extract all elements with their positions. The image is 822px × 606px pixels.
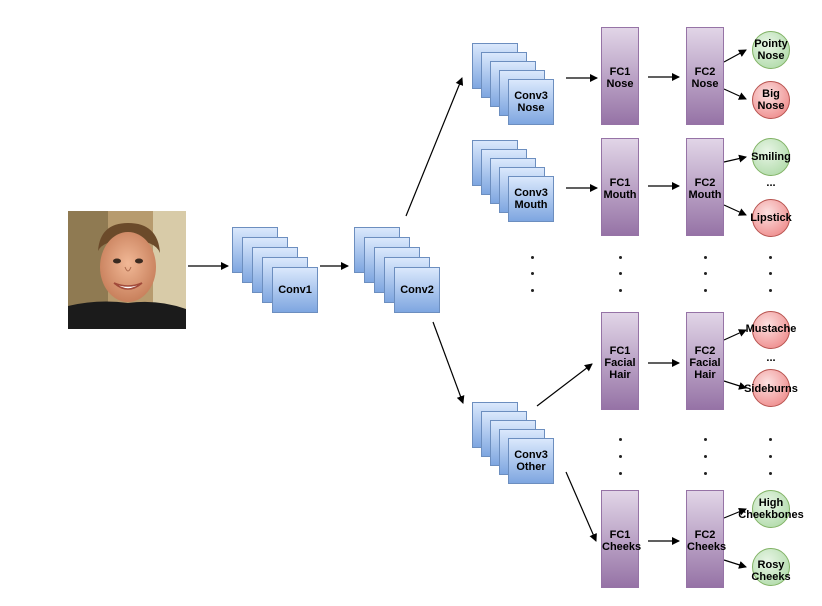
fc1-nose-label: FC1 Nose — [606, 66, 634, 90]
fc2-cheeks-label: FC2 Cheeks — [687, 529, 727, 553]
fc1-mouth-block: FC1 Mouth — [601, 138, 639, 236]
fc1-cheeks-label: FC1 Cheeks — [602, 529, 642, 553]
arrow-fc2-smiling — [723, 154, 747, 163]
attr-sideburns-node — [752, 369, 790, 407]
conv1-stack: Conv1 — [232, 227, 320, 313]
face-photo — [68, 211, 186, 329]
attr-rosy-cheeks-node — [752, 548, 790, 586]
attr-lipstick-label: Lipstick — [750, 212, 792, 224]
fc2-facialhair-label: FC2 Facial Hair — [689, 345, 721, 381]
arrow-fc2-pointy — [723, 49, 747, 63]
fc2-nose-label: FC2 Nose — [691, 66, 719, 90]
arrow-other-facialhair — [536, 363, 593, 407]
arrow-conv2-nose — [405, 77, 464, 217]
attr-high-cheekbones-label: High Cheekbones — [738, 497, 804, 521]
conv3-mouth-stack: Conv3 Mouth — [472, 140, 560, 226]
attr-rosy-cheeks-label: Rosy Cheeks — [751, 559, 791, 583]
conv3-nose-label: Conv3 Nose — [514, 90, 548, 114]
fc2-mouth-label: FC2 Mouth — [688, 177, 722, 201]
conv2-stack: Conv2 — [354, 227, 442, 313]
arrow-other-cheeks — [565, 471, 597, 542]
fc2-cheeks-block: FC2 Cheeks — [686, 490, 727, 588]
fc1-facialhair-block: FC1 Facial Hair — [601, 312, 639, 410]
arrow-fc2-rosy — [723, 559, 747, 569]
attr-lipstick-node — [752, 199, 790, 237]
attr-sideburns-label: Sideburns — [744, 383, 798, 395]
fc2-facialhair-block: FC2 Facial Hair — [686, 312, 724, 410]
fc1-nose-block: FC1 Nose — [601, 27, 639, 125]
conv2-label: Conv2 — [400, 284, 434, 296]
fc1-facialhair-label: FC1 Facial Hair — [604, 345, 636, 381]
fc2-nose-block: FC2 Nose — [686, 27, 724, 125]
conv3-mouth-label: Conv3 Mouth — [514, 187, 548, 211]
attr-pointy-nose-node — [752, 31, 790, 69]
attr-mustache-node — [752, 311, 790, 349]
arrow-fc2-mustache — [723, 329, 747, 341]
fc1-mouth-label: FC1 Mouth — [603, 177, 637, 201]
attr-big-nose-label: Big Nose — [757, 88, 785, 112]
arrow-fc2-lipstick — [723, 204, 747, 216]
attr-smiling-node — [752, 138, 790, 176]
conv1-label: Conv1 — [278, 284, 312, 296]
attr-mustache-label: Mustache — [745, 323, 797, 335]
attr-pointy-nose-label: Pointy Nose — [754, 38, 788, 62]
arrow-conv2-other — [432, 321, 465, 404]
conv3-other-label: Conv3 Other — [514, 449, 548, 473]
attr-mouth-more-label: ... — [766, 177, 776, 189]
conv3-nose-stack: Conv3 Nose — [472, 43, 560, 129]
attr-big-nose-node — [752, 81, 790, 119]
conv3-other-stack: Conv3 Other — [472, 402, 560, 488]
attr-hair-more-label: ... — [766, 352, 776, 364]
arrow-fc2-sideburns — [723, 380, 747, 390]
fc2-mouth-block: FC2 Mouth — [686, 138, 724, 236]
attr-smiling-label: Smiling — [751, 151, 791, 163]
arrow-fc2-highcheek — [723, 507, 747, 519]
arrow-fc2-bignose — [723, 88, 747, 100]
fc1-cheeks-block: FC1 Cheeks — [601, 490, 642, 588]
attr-high-cheekbones-node — [752, 490, 790, 528]
